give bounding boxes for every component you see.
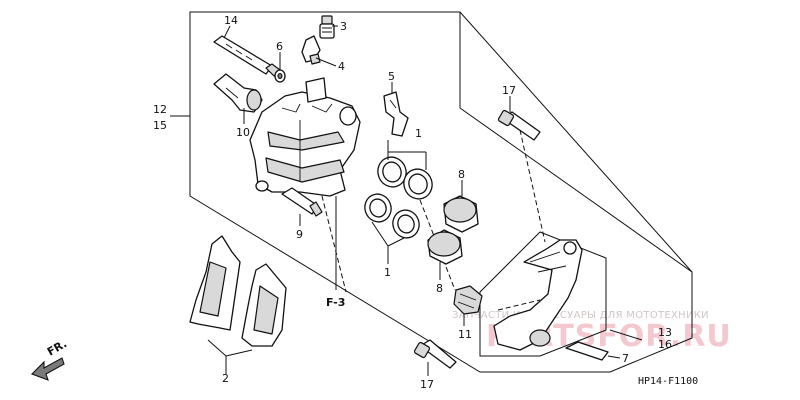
assembly-frames: [189, 11, 693, 373]
watermark-tagline: ЗАПЧАСТИ И АКСЕССУАРЫ ДЛЯ МОТОТЕХНИКИ: [452, 310, 709, 321]
pad-spring: [383, 91, 409, 137]
bleeder-screw: [319, 15, 335, 39]
label-12: 12: [153, 103, 167, 116]
leader-lines: [170, 25, 643, 376]
label-6: 6: [276, 40, 283, 53]
caliper-assembly-frame: [189, 11, 693, 373]
label-15: 15: [153, 119, 167, 132]
label-2: 2: [222, 372, 229, 385]
label-13: 13: [658, 326, 672, 339]
pad-retainer: [565, 341, 609, 361]
brake-pads: [189, 235, 287, 347]
bracket-boot: [453, 285, 483, 315]
caliper-body: [249, 77, 361, 197]
label-9: 9: [296, 228, 303, 241]
label-7: 7: [622, 352, 629, 365]
label-4: 4: [338, 60, 345, 73]
pistons: [427, 195, 479, 265]
caliper-bracket: [493, 239, 583, 351]
label-10: 10: [236, 126, 250, 139]
label-1-bottom: 1: [384, 266, 391, 279]
label-17-top: 17: [502, 84, 516, 97]
pin-bolt: [213, 35, 281, 77]
label-14: 14: [224, 14, 238, 27]
pin-boot: [213, 73, 263, 113]
explode-lines: [319, 129, 546, 311]
seal-rings: [364, 156, 433, 239]
caliper-pin: [281, 187, 323, 217]
label-f3: F-3: [326, 296, 345, 309]
label-17-bottom: 17: [420, 378, 434, 391]
front-direction-arrow: [31, 357, 65, 381]
label-5: 5: [388, 70, 395, 83]
label-3: 3: [340, 20, 347, 33]
label-8-bottom: 8: [436, 282, 443, 295]
bleeder-cap: [301, 35, 321, 65]
label-1-top: 1: [415, 127, 422, 140]
diagram-code: HP14-F1100: [638, 376, 698, 387]
frame-divider-diag: [459, 107, 693, 273]
bracket-subframe: [479, 231, 607, 357]
label-11: 11: [458, 328, 472, 341]
label-16: 16: [658, 338, 672, 351]
mounting-bolts: [413, 109, 541, 369]
label-front: FR.: [45, 337, 69, 358]
part-labels: 14 3 6 4 12 15 10 5 1 8 9 1 8 11 17 17 1…: [45, 14, 672, 391]
label-8-top: 8: [458, 168, 465, 181]
washer: [274, 69, 286, 83]
